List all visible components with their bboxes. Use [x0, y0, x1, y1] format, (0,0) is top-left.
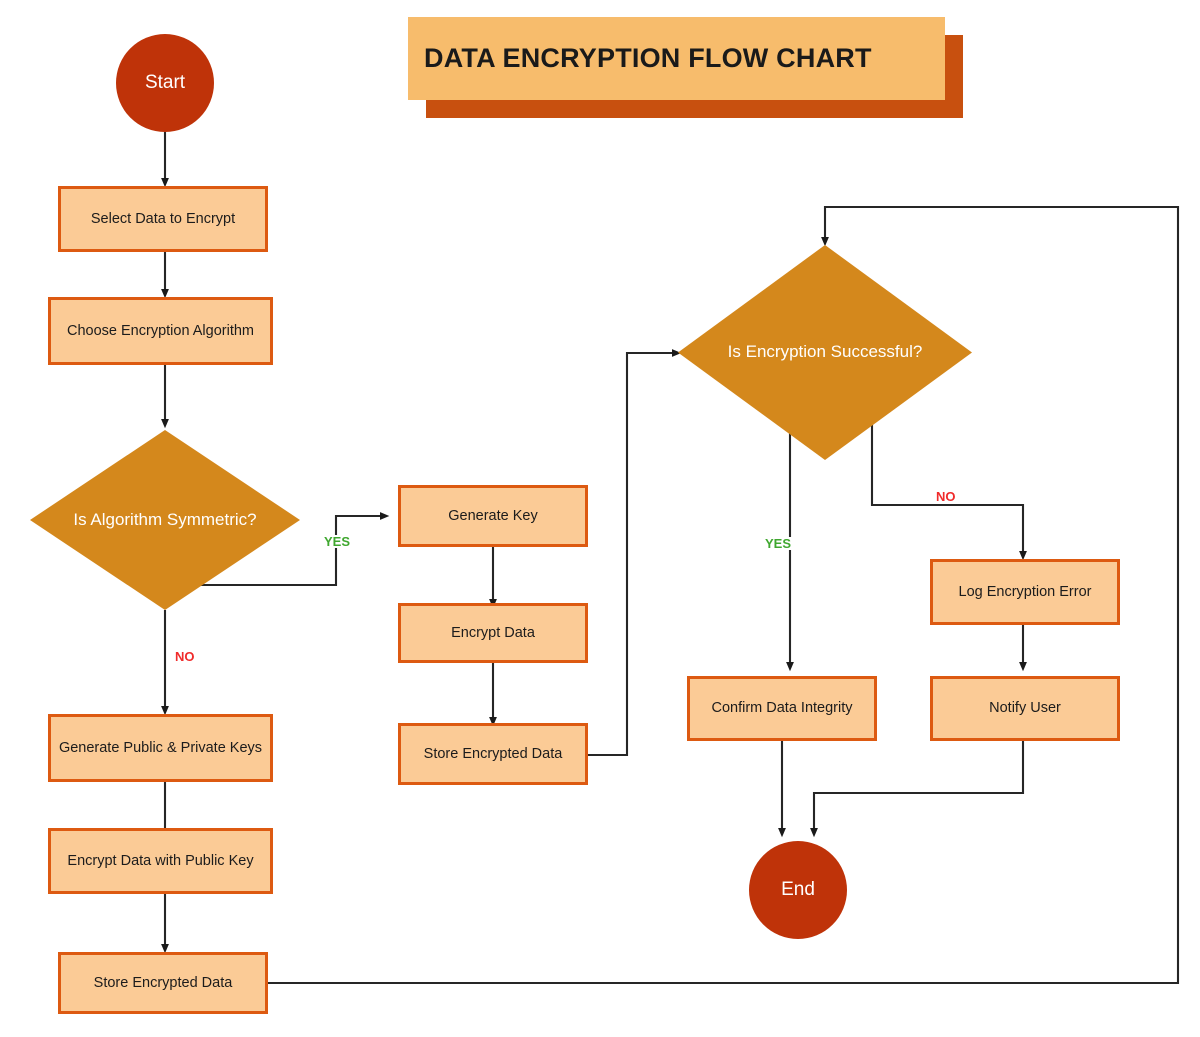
node-start[interactable]: Start: [116, 34, 214, 132]
node-start-label: Start: [144, 72, 186, 93]
node-choose-algorithm[interactable]: Choose Encryption Algorithm: [48, 297, 273, 365]
node-encrypt-data[interactable]: Encrypt Data: [398, 603, 588, 663]
node-generate-key[interactable]: Generate Key: [398, 485, 588, 547]
node-store-encrypted-data-asym[interactable]: Store Encrypted Data: [58, 952, 268, 1014]
edge-issym-yes-to-genkey: [165, 512, 390, 587]
edge-label-symmetric-yes: YES: [322, 534, 353, 549]
node-confirm-data-integrity-label: Confirm Data Integrity: [711, 700, 853, 717]
node-confirm-data-integrity[interactable]: Confirm Data Integrity: [687, 676, 877, 741]
node-store-encrypted-data-asym-label: Store Encrypted Data: [93, 974, 233, 991]
edge-label-encryption-no: NO: [934, 489, 958, 504]
node-generate-public-private-keys-label: Generate Public & Private Keys: [58, 739, 263, 756]
node-encrypt-data-label: Encrypt Data: [451, 624, 535, 641]
edge-storesym-to-isencok: [588, 349, 682, 757]
node-is-encryption-successful[interactable]: Is Encryption Successful?: [678, 245, 972, 460]
edge-label-encryption-yes: YES: [763, 536, 794, 551]
node-choose-algorithm-label: Choose Encryption Algorithm: [67, 322, 254, 339]
node-encrypt-data-with-public-key-label: Encrypt Data with Public Key: [67, 852, 254, 869]
node-log-encryption-error[interactable]: Log Encryption Error: [930, 559, 1120, 625]
node-generate-key-label: Generate Key: [448, 507, 538, 524]
edge-label-symmetric-no: NO: [173, 649, 197, 664]
edge-isencok-no-to-logerr: [870, 423, 1027, 561]
node-is-algorithm-symmetric-label: Is Algorithm Symmetric?: [73, 509, 257, 529]
node-notify-user-label: Notify User: [989, 700, 1061, 717]
edge-notify-to-end: [810, 741, 1025, 838]
edge-storeasym-to-isencok-loop: [268, 205, 1180, 985]
node-notify-user[interactable]: Notify User: [930, 676, 1120, 741]
node-is-algorithm-symmetric[interactable]: Is Algorithm Symmetric?: [30, 430, 300, 610]
node-end[interactable]: End: [749, 841, 847, 939]
node-encrypt-data-with-public-key[interactable]: Encrypt Data with Public Key: [48, 828, 273, 894]
node-is-encryption-successful-label: Is Encryption Successful?: [727, 342, 923, 362]
page-title: DATA ENCRYPTION FLOW CHART: [424, 43, 872, 73]
title-banner: DATA ENCRYPTION FLOW CHART: [408, 17, 945, 100]
node-store-encrypted-data-sym[interactable]: Store Encrypted Data: [398, 723, 588, 785]
node-end-label: End: [781, 879, 815, 900]
node-select-data-label: Select Data to Encrypt: [90, 210, 236, 227]
node-log-encryption-error-label: Log Encryption Error: [958, 583, 1092, 600]
node-store-encrypted-data-sym-label: Store Encrypted Data: [423, 745, 563, 762]
node-select-data[interactable]: Select Data to Encrypt: [58, 186, 268, 252]
node-generate-public-private-keys[interactable]: Generate Public & Private Keys: [48, 714, 273, 782]
